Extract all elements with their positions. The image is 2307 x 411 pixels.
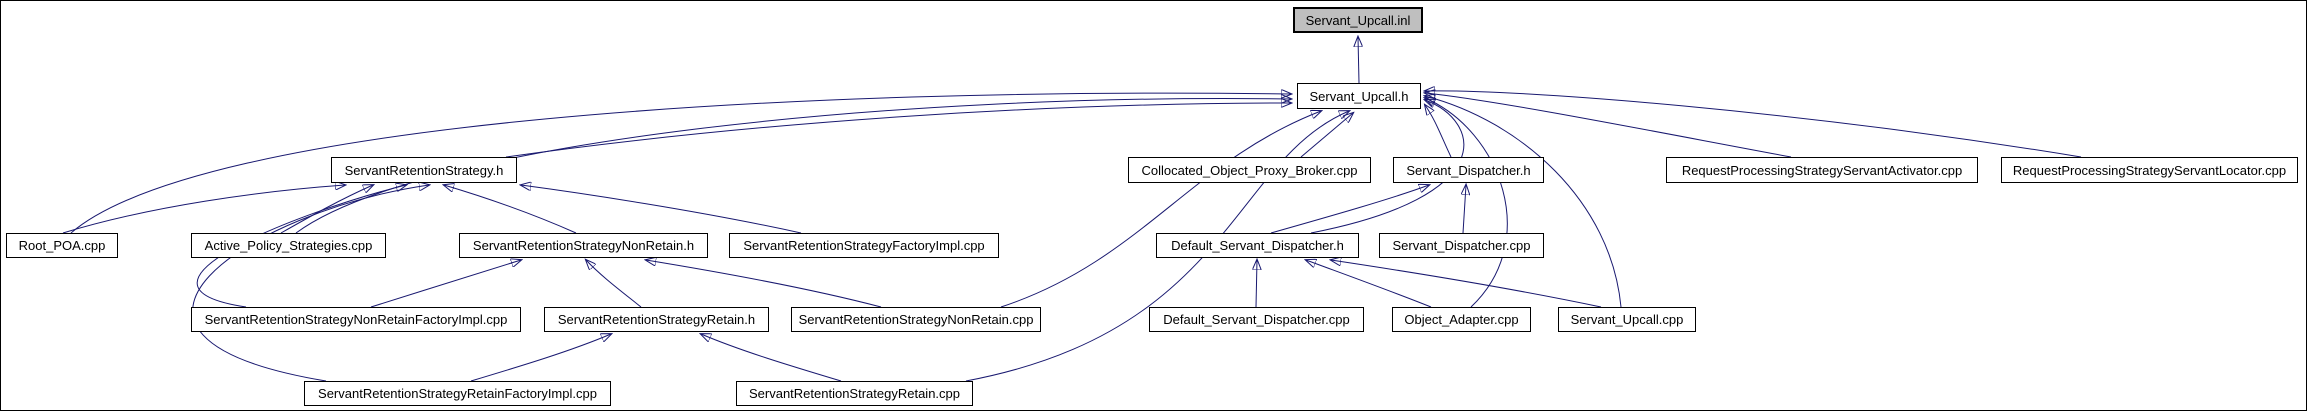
edge-collocated-object-proxy-broker-cpp--servant-upcall-h <box>1300 113 1353 158</box>
node-servant-dispatcher-cpp[interactable]: Servant_Dispatcher.cpp <box>1379 233 1544 258</box>
node-object-adapter-cpp[interactable]: Object_Adapter.cpp <box>1392 307 1531 332</box>
edge-servant-retention-strategy-non-retain-h--servant-retention-strategy-h <box>444 185 577 234</box>
node-servant-retention-strategy-retain-factory-impl-cpp[interactable]: ServantRetentionStrategyRetainFactoryImp… <box>304 381 611 406</box>
edge-default-servant-dispatcher-h--servant-dispatcher-h <box>1270 185 1429 234</box>
edge-servant-upcall-cpp--default-servant-dispatcher-h <box>1331 260 1602 308</box>
edge-active-policy-strategies-cpp--servant-retention-strategy-h <box>280 185 373 234</box>
node-servant-retention-strategy-h[interactable]: ServantRetentionStrategy.h <box>331 157 517 183</box>
node-servant-dispatcher-h[interactable]: Servant_Dispatcher.h <box>1393 157 1544 183</box>
node-servant-retention-strategy-non-retain-h[interactable]: ServantRetentionStrategyNonRetain.h <box>459 233 708 258</box>
edge-active-policy-strategies-cpp--servant-upcall-h <box>295 98 1291 234</box>
edge-default-servant-dispatcher-cpp--default-servant-dispatcher-h <box>1256 260 1257 308</box>
node-servant-retention-strategy-factory-impl-cpp[interactable]: ServantRetentionStrategyFactoryImpl.cpp <box>729 233 999 258</box>
edge-request-processing-strategy-servant-activator-cpp--servant-upcall-h <box>1425 93 1792 158</box>
node-servant-retention-strategy-retain-cpp[interactable]: ServantRetentionStrategyRetain.cpp <box>736 381 973 406</box>
edge-root-poa-cpp--servant-upcall-h <box>70 93 1291 234</box>
node-servant-retention-strategy-non-retain-factory-impl-cpp[interactable]: ServantRetentionStrategyNonRetainFactory… <box>191 307 521 332</box>
edge-object-adapter-cpp--servant-upcall-h <box>1425 98 1508 308</box>
edge-servant-retention-strategy-h--servant-upcall-h <box>505 103 1291 158</box>
edge-servant-retention-strategy-non-retain-cpp--servant-retention-strategy-non-retain-h <box>646 260 882 308</box>
node-servant-upcall-cpp[interactable]: Servant_Upcall.cpp <box>1558 307 1696 332</box>
node-request-processing-strategy-servant-locator-cpp[interactable]: RequestProcessingStrategyServantLocator.… <box>2001 157 2298 183</box>
edge-servant-retention-strategy-retain-factory-impl-cpp--servant-retention-strategy-retain-h <box>470 334 611 382</box>
node-servant-retention-strategy-retain-h[interactable]: ServantRetentionStrategyRetain.h <box>544 307 769 332</box>
node-collocated-object-proxy-broker-cpp[interactable]: Collocated_Object_Proxy_Broker.cpp <box>1128 157 1371 183</box>
edge-request-processing-strategy-servant-locator-cpp--servant-upcall-h <box>1425 91 2082 158</box>
edge-root-poa-cpp--servant-retention-strategy-h <box>62 185 345 234</box>
node-active-policy-strategies-cpp[interactable]: Active_Policy_Strategies.cpp <box>191 233 386 258</box>
edge-servant-upcall-h--servant-upcall-inl <box>1358 37 1359 84</box>
node-default-servant-dispatcher-h[interactable]: Default_Servant_Dispatcher.h <box>1156 233 1359 258</box>
node-servant-upcall-h[interactable]: Servant_Upcall.h <box>1297 83 1421 109</box>
edge-servant-retention-strategy-retain-factory-impl-cpp--servant-retention-strategy-h <box>192 185 429 382</box>
edge-servant-retention-strategy-retain-h--servant-retention-strategy-non-retain-h <box>586 260 642 308</box>
node-root-poa-cpp[interactable]: Root_POA.cpp <box>6 233 118 258</box>
edge-object-adapter-cpp--default-servant-dispatcher-h <box>1306 260 1432 308</box>
edge-servant-dispatcher-h--servant-upcall-h <box>1425 105 1452 158</box>
edge-servant-retention-strategy-non-retain-cpp--servant-upcall-h <box>1000 111 1321 308</box>
edge-servant-dispatcher-cpp--servant-dispatcher-h <box>1463 185 1466 234</box>
node-servant-retention-strategy-non-retain-cpp[interactable]: ServantRetentionStrategyNonRetain.cpp <box>791 307 1041 332</box>
node-default-servant-dispatcher-cpp[interactable]: Default_Servant_Dispatcher.cpp <box>1149 307 1364 332</box>
edge-servant-retention-strategy-non-retain-factory-impl-cpp--servant-retention-strategy-non-retain-h <box>370 260 521 308</box>
node-servant-upcall-inl[interactable]: Servant_Upcall.inl <box>1293 7 1423 33</box>
edge-servant-upcall-cpp--servant-upcall-h <box>1425 96 1622 308</box>
edge-servant-retention-strategy-factory-impl-cpp--servant-retention-strategy-h <box>521 185 802 234</box>
node-request-processing-strategy-servant-activator-cpp[interactable]: RequestProcessingStrategyServantActivato… <box>1666 157 1978 183</box>
edge-servant-retention-strategy-retain-cpp--servant-retention-strategy-retain-h <box>701 334 842 382</box>
